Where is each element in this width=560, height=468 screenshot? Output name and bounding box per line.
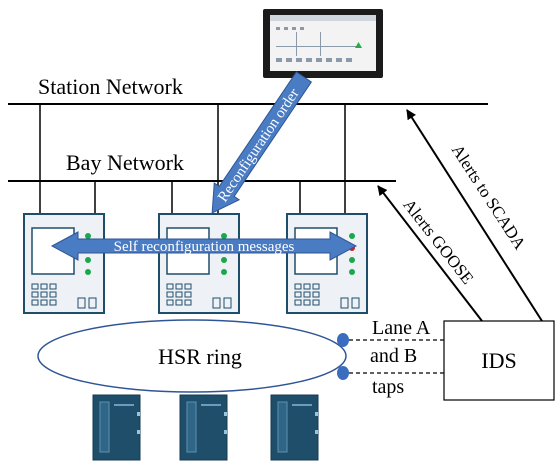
- ied-device-1-icon: [23, 213, 105, 314]
- hsr-ring: [37, 319, 347, 393]
- ids-box: [443, 320, 555, 401]
- self-reconfiguration-arrow: [50, 231, 358, 261]
- taps-label: taps: [372, 376, 404, 398]
- ied-device-3-icon: [286, 213, 368, 314]
- alerts-goose-arrow: [377, 185, 483, 322]
- tap-node-b: [337, 366, 349, 380]
- station-network-label: Station Network: [38, 74, 183, 99]
- merging-unit-3-icon: [270, 394, 319, 461]
- ids-label: IDS: [481, 348, 516, 373]
- bay-network-label: Bay Network: [66, 150, 184, 175]
- merging-unit-1-icon: [92, 394, 141, 461]
- alerts-goose-label: Alerts GOOSE: [399, 195, 477, 287]
- merging-unit-2-icon: [179, 394, 228, 461]
- alerts-scada-arrow: [406, 109, 543, 322]
- and-b-label: and B: [370, 345, 417, 367]
- hsr-ring-label: HSR ring: [158, 344, 242, 369]
- lane-a-label: Lane A: [372, 317, 431, 339]
- tap-node-a: [337, 333, 349, 347]
- self-reconfiguration-label: Self reconfiguration messages: [114, 239, 295, 255]
- reconfiguration-order-arrow: Reconfiguration order: [211, 71, 313, 214]
- ied-device-2-icon: [158, 213, 240, 314]
- scada-monitor-icon: [263, 9, 383, 78]
